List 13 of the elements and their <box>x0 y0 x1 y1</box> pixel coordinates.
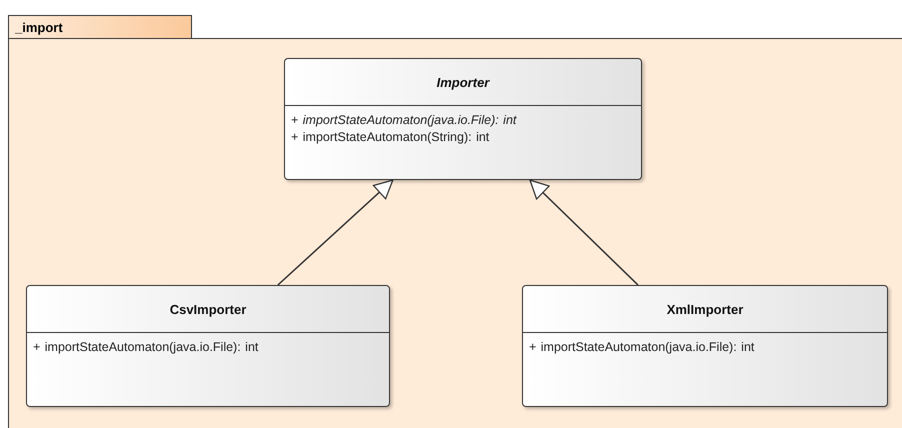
generalization-arrow <box>277 179 394 286</box>
class-name: XmlImporter <box>666 302 744 316</box>
package-tab: _import <box>8 15 192 38</box>
operation-text: + importStateAutomaton(String): int <box>291 130 490 144</box>
operation-text: + importStateAutomaton(java.io.File): int <box>33 340 260 354</box>
class-box <box>284 58 642 180</box>
operation-text: + importStateAutomaton(java.io.File): int <box>529 340 756 354</box>
class-name: CsvImporter <box>170 302 246 316</box>
class-box <box>522 285 888 407</box>
class-name: Importer <box>436 74 490 90</box>
class-box <box>26 285 390 407</box>
generalization-arrow <box>529 179 639 286</box>
operation-text: + importStateAutomaton(java.io.File): int <box>291 113 518 127</box>
